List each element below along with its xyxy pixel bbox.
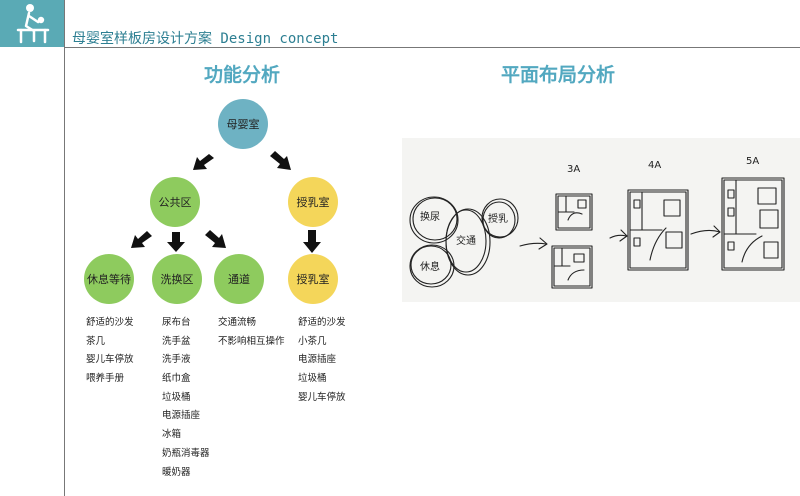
list-item: 交通流畅 [218, 317, 257, 328]
arrow-public-rest [131, 231, 152, 248]
list-item: 垃圾桶 [162, 391, 191, 403]
list-item: 不影响相互操作 [218, 335, 285, 347]
list-item: 冰箱 [162, 429, 182, 441]
list-item: 小茶几 [298, 335, 327, 347]
sketch-label-diaper: 换尿 [420, 210, 440, 223]
arrow-root-nursing [270, 151, 291, 170]
list-item: 婴儿车停放 [298, 391, 346, 403]
arrow-public-passage [205, 230, 226, 248]
list-item: 洗手盆 [162, 335, 191, 347]
sketch-label-nursing: 授乳 [488, 212, 508, 225]
list-wash-change: 尿布台 洗手盆 洗手液 纸巾盒 垃圾桶 电源插座 冰箱 奶瓶消毒器 暖奶器 [162, 314, 210, 482]
list-item: 舒适的沙发 [86, 317, 134, 328]
node-public-area: 公共区 [150, 177, 200, 227]
sketch-drawing: 换尿 授乳 交通 休息 3A 4A 5A [409, 156, 785, 289]
node-nursing-room: 授乳室 [288, 177, 338, 227]
sketch-label-traffic: 交通 [456, 234, 476, 247]
sketch-label-rest: 休息 [420, 260, 440, 273]
sketch-label-5a: 5A [746, 156, 759, 167]
list-item: 婴儿车停放 [86, 354, 134, 366]
sketch-label-4a: 4A [648, 160, 661, 171]
list-item: 纸巾盒 [162, 373, 191, 385]
horizontal-divider [64, 47, 800, 48]
list-item: 洗手液 [162, 354, 191, 366]
list-item: 电源插座 [162, 410, 201, 422]
node-rest-wait: 休息等待 [84, 254, 134, 304]
node-wash-change: 洗换区 [152, 254, 202, 304]
list-item: 舒适的沙发 [298, 317, 346, 328]
node-nursing-room-2: 授乳室 [288, 254, 338, 304]
vertical-divider [64, 0, 65, 496]
list-item: 茶几 [86, 335, 106, 347]
list-item: 喂养手册 [86, 373, 125, 385]
logo-box [0, 0, 64, 47]
list-nursing: 舒适的沙发 小茶几 电源插座 垃圾桶 婴儿车停放 [298, 314, 346, 407]
list-rest-wait: 舒适的沙发 茶几 婴儿车停放 喂养手册 [86, 314, 134, 389]
page-title: 母婴室样板房设计方案 Design concept [72, 31, 339, 47]
layout-analysis-title: 平面布局分析 [501, 64, 616, 86]
list-item: 尿布台 [162, 317, 191, 328]
list-item: 垃圾桶 [298, 373, 327, 385]
node-root: 母婴室 [218, 99, 268, 149]
function-analysis-title: 功能分析 [204, 64, 281, 86]
node-passage: 通道 [214, 254, 264, 304]
layout-sketch: 换尿 授乳 交通 休息 3A 4A 5A [402, 138, 800, 302]
list-item: 奶瓶消毒器 [162, 447, 210, 459]
list-item: 暖奶器 [162, 466, 191, 478]
list-item: 电源插座 [298, 354, 337, 366]
arrow-nursing-nursing [303, 230, 321, 253]
sketch-label-3a: 3A [567, 164, 580, 175]
arrow-root-public [193, 154, 214, 170]
mother-baby-icon [16, 4, 50, 44]
arrow-public-wash [167, 232, 185, 252]
list-passage: 交通流畅 不影响相互操作 [218, 314, 285, 351]
